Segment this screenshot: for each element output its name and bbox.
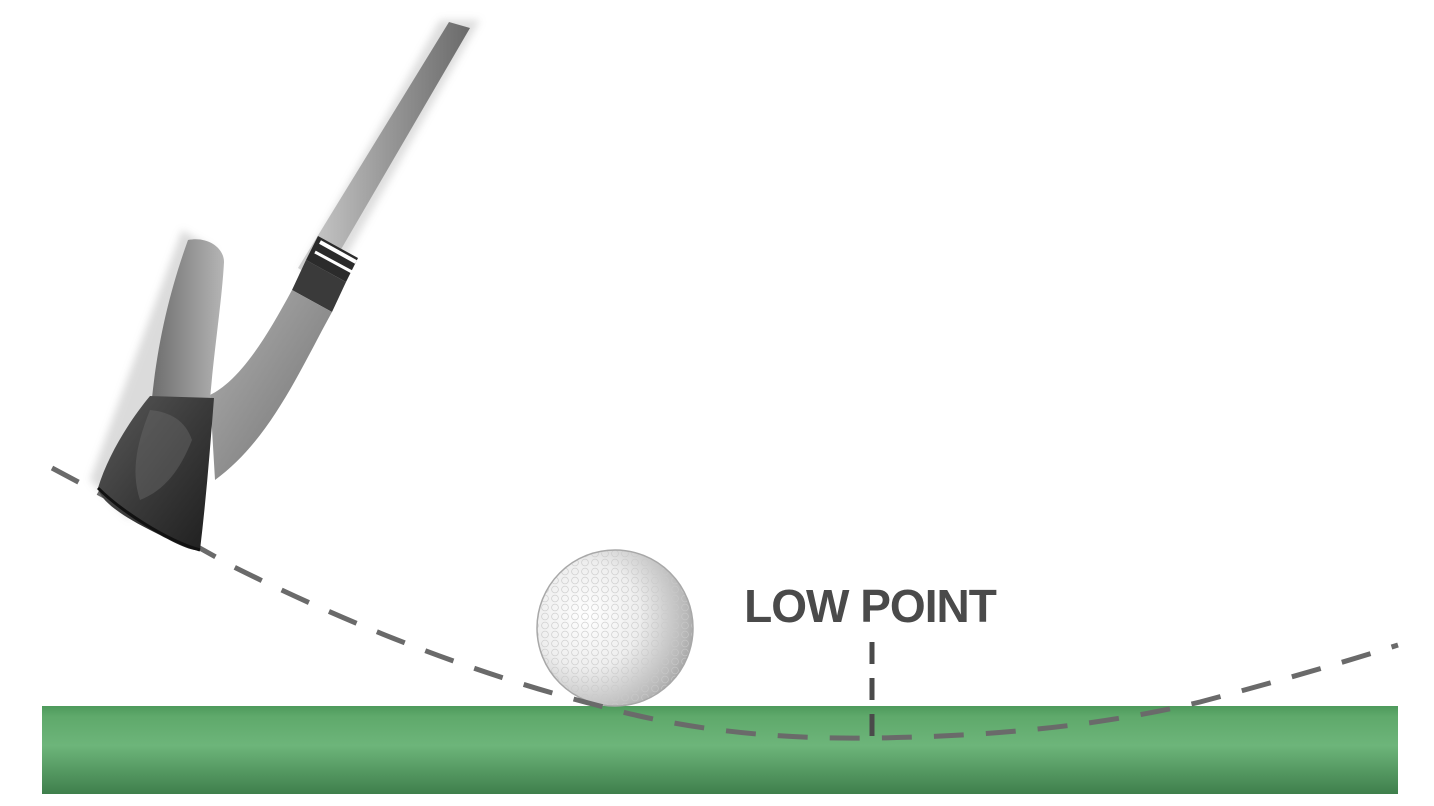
golf-ball-icon [536,549,694,707]
golf-iron-icon [90,20,480,552]
low-point-label: LOW POINT [744,580,997,632]
turf [42,706,1398,794]
swing-arc [50,465,1399,741]
